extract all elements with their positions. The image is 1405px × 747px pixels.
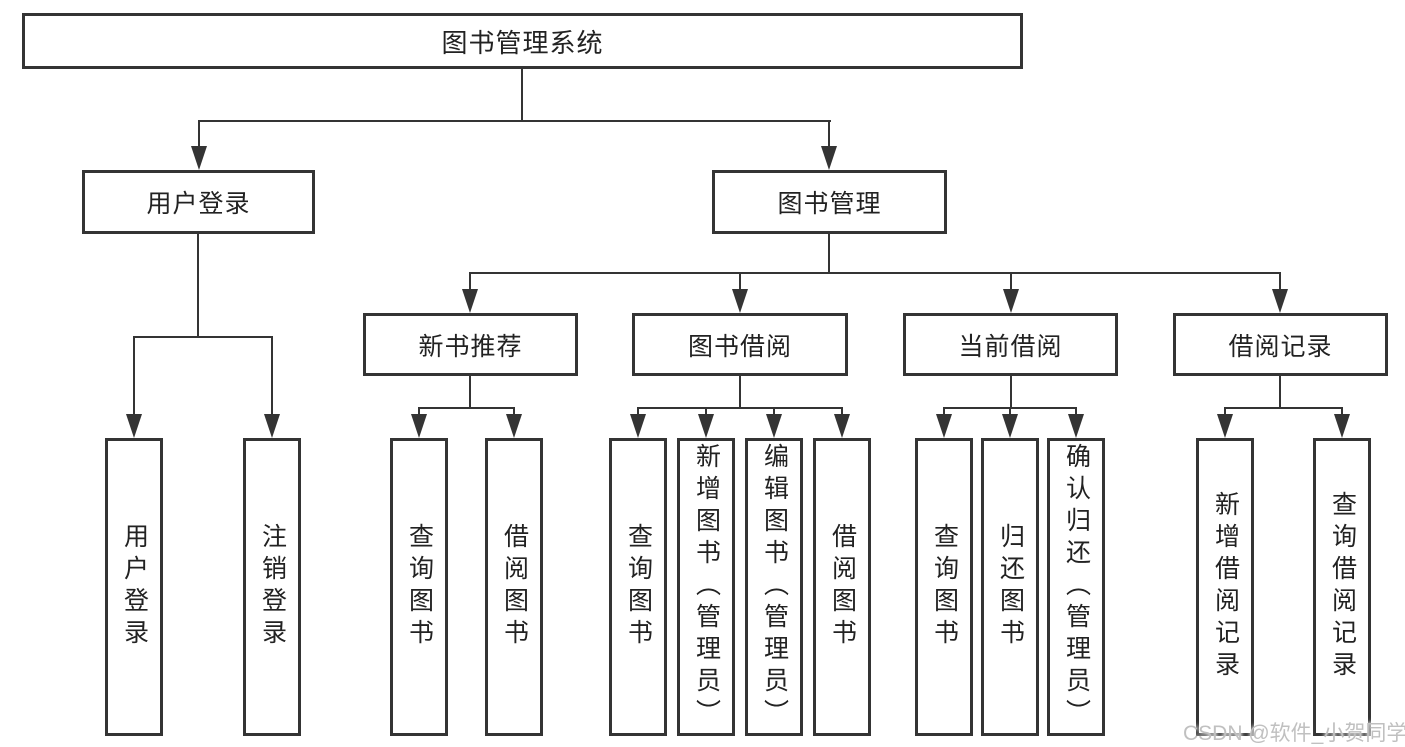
node-label: 查询借阅记录	[1328, 491, 1357, 683]
connector-arrowhead	[732, 289, 748, 313]
connector-line	[739, 375, 741, 409]
connector-line	[739, 272, 741, 292]
node-book-management: 图书管理	[712, 170, 947, 234]
connector-arrowhead	[264, 414, 280, 438]
connector-arrowhead	[462, 289, 478, 313]
node-root-library-system: 图书管理系统	[22, 13, 1023, 69]
node-label: 查询图书	[624, 523, 653, 651]
connector-line	[828, 233, 830, 274]
leaf-query-book-borrow: 查询图书	[609, 438, 667, 736]
node-label: 确认归还（管理员）	[1062, 443, 1091, 731]
connector-line	[637, 407, 843, 409]
connector-line	[1009, 407, 1011, 417]
connector-line	[943, 407, 945, 417]
node-label: 借阅图书	[500, 523, 529, 651]
connector-arrowhead	[506, 414, 522, 438]
node-label: 注销登录	[258, 523, 287, 651]
connector-line	[418, 407, 420, 417]
connector-line	[469, 375, 471, 409]
node-user-login: 用户登录	[82, 170, 315, 234]
connector-line	[133, 336, 273, 338]
leaf-query-borrow-record: 查询借阅记录	[1313, 438, 1371, 736]
connector-line	[1224, 407, 1226, 417]
node-label: 图书管理	[777, 190, 882, 218]
leaf-add-book-admin: 新增图书（管理员）	[677, 438, 735, 736]
connector-line	[418, 407, 515, 409]
connector-line	[1224, 407, 1343, 409]
connector-line	[637, 407, 639, 417]
connector-line	[197, 233, 199, 338]
node-new-book-recommend: 新书推荐	[363, 313, 578, 376]
connector-line	[521, 68, 523, 122]
connector-arrowhead	[821, 146, 837, 170]
connector-line	[828, 120, 830, 150]
connector-line	[469, 272, 471, 292]
connector-arrowhead	[411, 414, 427, 438]
connector-arrowhead	[630, 414, 646, 438]
node-label: 新书推荐	[418, 332, 523, 361]
connector-line	[469, 272, 1281, 274]
node-book-borrow: 图书借阅	[632, 313, 848, 376]
node-current-borrow: 当前借阅	[903, 313, 1118, 376]
connector-line	[198, 120, 200, 150]
connector-line	[1010, 272, 1012, 292]
node-label: 归还图书	[996, 523, 1025, 651]
node-label: 用户登录	[146, 190, 251, 218]
connector-arrowhead	[698, 414, 714, 438]
leaf-add-borrow-record: 新增借阅记录	[1196, 438, 1254, 736]
connector-line	[705, 407, 707, 417]
node-label: 图书借阅	[687, 332, 792, 361]
connector-line	[1279, 272, 1281, 292]
connector-line	[1341, 407, 1343, 417]
node-label: 用户登录	[120, 523, 149, 651]
connector-arrowhead	[1217, 414, 1233, 438]
leaf-confirm-return-admin: 确认归还（管理员）	[1047, 438, 1105, 736]
connector-arrowhead	[126, 414, 142, 438]
node-borrow-records: 借阅记录	[1173, 313, 1388, 376]
watermark: CSDN @软件_小贺同学	[1183, 722, 1405, 745]
connector-arrowhead	[1002, 414, 1018, 438]
leaf-query-book-recommend: 查询图书	[390, 438, 448, 736]
connector-line	[1075, 407, 1077, 417]
node-label: 当前借阅	[958, 332, 1063, 361]
node-label: 查询图书	[930, 523, 959, 651]
node-label: 借阅图书	[828, 523, 857, 651]
connector-arrowhead	[766, 414, 782, 438]
connector-line	[773, 407, 775, 417]
leaf-return-book: 归还图书	[981, 438, 1039, 736]
connector-line	[513, 407, 515, 417]
leaf-user-login: 用户登录	[105, 438, 163, 736]
node-label: 查询图书	[405, 523, 434, 651]
connector-line	[198, 120, 831, 122]
connector-arrowhead	[834, 414, 850, 438]
connector-arrowhead	[1334, 414, 1350, 438]
connector-arrowhead	[936, 414, 952, 438]
connector-arrowhead	[1272, 289, 1288, 313]
connector-arrowhead	[191, 146, 207, 170]
node-label: 图书管理系统	[441, 27, 604, 58]
connector-arrowhead	[1068, 414, 1084, 438]
leaf-query-book-current: 查询图书	[915, 438, 973, 736]
node-label: 编辑图书（管理员）	[760, 443, 789, 731]
leaf-borrow-book-recommend: 借阅图书	[485, 438, 543, 736]
connector-line	[271, 336, 273, 418]
connector-line	[1279, 375, 1281, 409]
leaf-edit-book-admin: 编辑图书（管理员）	[745, 438, 803, 736]
connector-line	[1010, 375, 1012, 409]
node-label: 新增图书（管理员）	[692, 443, 721, 731]
node-label: 新增借阅记录	[1211, 491, 1240, 683]
connector-line	[841, 407, 843, 417]
leaf-logout: 注销登录	[243, 438, 301, 736]
connector-line	[133, 336, 135, 418]
node-label: 借阅记录	[1228, 332, 1333, 361]
connector-arrowhead	[1003, 289, 1019, 313]
leaf-borrow-book: 借阅图书	[813, 438, 871, 736]
